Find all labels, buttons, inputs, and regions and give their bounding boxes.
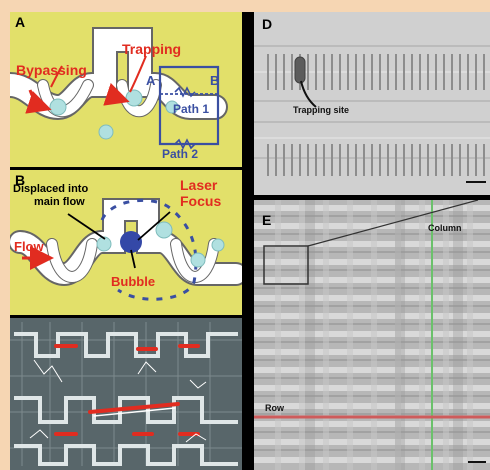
trapping-site-label: Trapping site <box>293 105 349 115</box>
flow-label: Flow <box>14 239 44 254</box>
bypass-arrow <box>25 89 52 114</box>
row-label: Row <box>265 403 285 413</box>
panel-a-label: A <box>15 14 26 30</box>
displaced-callout-line <box>67 213 106 240</box>
bubble-mark <box>120 231 142 253</box>
panel-d: D Trapping site <box>254 12 490 195</box>
panel-d-label: D <box>262 16 273 32</box>
panel-b-cell-2 <box>96 236 112 252</box>
bubble-label: Bubble <box>111 274 155 289</box>
panel-b-cell-1 <box>155 221 173 239</box>
trap-arrow <box>103 82 130 106</box>
panel-c <box>10 318 242 470</box>
displaced-label-line-2: main flow <box>34 196 85 208</box>
path1-label: Path 1 <box>173 102 209 116</box>
bubble-callout-line <box>130 249 136 269</box>
trap-label-line <box>129 55 147 93</box>
panel-a: A Bypa <box>10 12 242 167</box>
path1-route <box>158 65 220 94</box>
laser-label-line-2: Focus <box>180 193 221 209</box>
panel-b: B Displaced into main <box>10 170 242 315</box>
column-label: Column <box>428 223 462 233</box>
resistor-top <box>174 86 196 98</box>
panel-e: E Column Row <box>254 200 490 470</box>
trap-cell-lower <box>98 124 114 140</box>
panel-b-diagram: Displaced into main flow Laser Focus Flo… <box>10 177 242 301</box>
figure-panel: A Bypa <box>10 12 490 470</box>
path2-label: Path 2 <box>162 147 198 161</box>
panel-a-diagram: Bypassing Trapping A B Path 1 Path 2 <box>10 27 228 161</box>
flow-loop <box>100 198 198 301</box>
bypassing-label: Bypassing <box>16 62 87 78</box>
laser-label-line-1: Laser <box>180 177 218 193</box>
panel-e-image: Column Row <box>254 200 490 470</box>
point-a-label: A <box>146 73 156 88</box>
panel-d-image: Trapping site <box>254 12 490 195</box>
laser-callout-line <box>137 211 171 241</box>
panel-b-label: B <box>15 172 26 188</box>
resistor-bottom <box>174 138 196 150</box>
panel-c-image <box>10 318 242 470</box>
panel-e-label: E <box>262 212 272 228</box>
bypass-label-line <box>50 65 63 88</box>
panel-b-cell-4 <box>211 238 225 252</box>
trapping-label: Trapping <box>122 41 181 57</box>
panel-b-side-left <box>47 239 97 282</box>
displaced-label-line-1: Displaced into <box>13 183 88 195</box>
panel-b-cell-3 <box>190 252 206 268</box>
cell-right <box>165 100 179 114</box>
bypass-cell <box>49 98 67 116</box>
trap-cell <box>125 89 143 107</box>
panel-b-side-right <box>171 239 219 282</box>
point-b-label: B <box>210 73 219 88</box>
